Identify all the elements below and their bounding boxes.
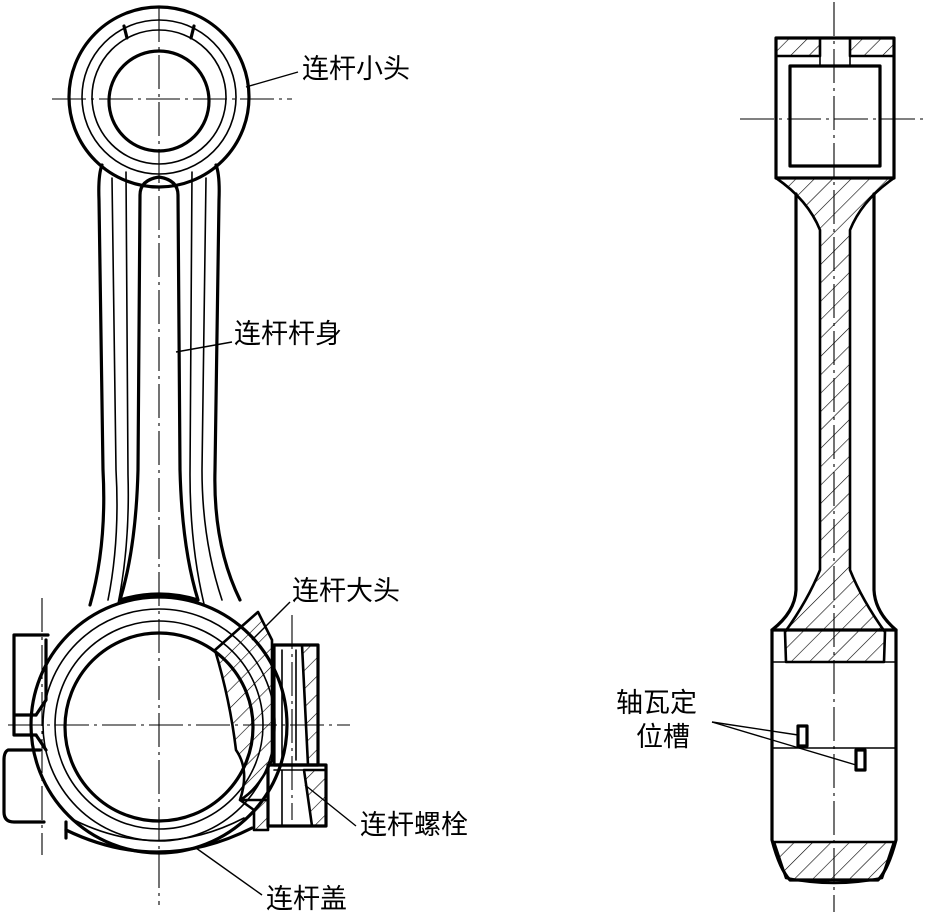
big-end xyxy=(2,595,328,855)
bearing-groove-label: 轴瓦定 位槽 xyxy=(616,688,857,766)
small-end-label-text: 连杆小头 xyxy=(302,54,410,85)
rod-cap-label-text: 连杆盖 xyxy=(266,884,347,915)
side-small-end xyxy=(774,36,896,180)
rod-shank-label: 连杆杆身 xyxy=(175,319,342,353)
rod-shank xyxy=(88,163,242,607)
side-view: 轴瓦定 位槽 xyxy=(616,2,926,912)
small-end-label: 连杆小头 xyxy=(245,54,410,88)
rod-shank-label-text: 连杆杆身 xyxy=(234,319,342,350)
rod-bolt-label: 连杆螺栓 xyxy=(304,784,468,841)
small-end xyxy=(67,5,251,189)
front-view: 连杆小头 连杆杆身 连杆大头 连杆螺栓 连杆盖 xyxy=(2,5,468,915)
rod-bolt-label-text: 连杆螺栓 xyxy=(360,810,468,841)
bearing-groove-label-line1: 轴瓦定 xyxy=(616,688,697,719)
bearing-locating-groove-upper xyxy=(796,724,809,748)
rod-cap-label: 连杆盖 xyxy=(195,847,347,915)
big-end-label: 连杆大头 xyxy=(251,576,400,641)
bearing-groove-label-line2: 位槽 xyxy=(636,722,690,753)
bearing-locating-groove-lower xyxy=(854,748,867,772)
big-end-label-text: 连杆大头 xyxy=(292,576,400,607)
side-big-end xyxy=(770,628,898,885)
